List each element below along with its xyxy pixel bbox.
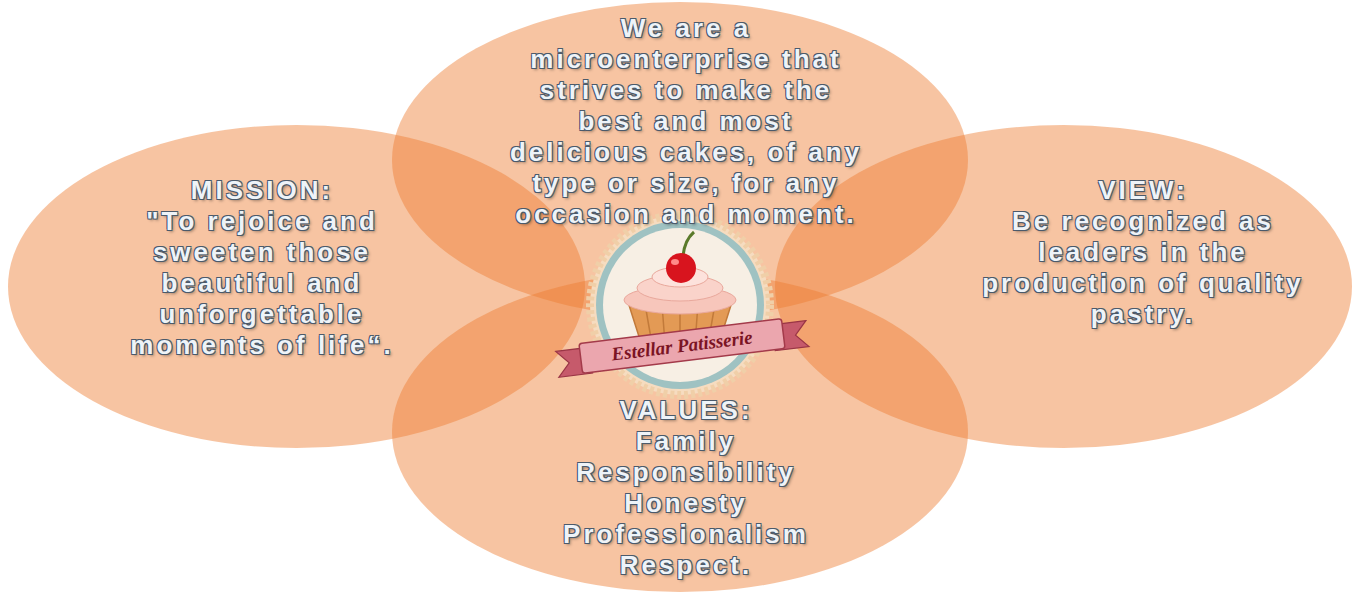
text-group: MISSION:"To rejoice and sweeten those be… [120,175,405,361]
ellipse-node: We are a microenterprise that strives to… [392,2,968,318]
text-group: VIEW:Be recognized as leaders in the pro… [978,175,1308,330]
node-text: Be recognized as leaders in the producti… [978,206,1308,330]
node-text: Responsibility [536,457,836,488]
node-text: Honesty [536,488,836,519]
node-heading: VALUES: [536,395,836,426]
text-group: We are a microenterprise that strives to… [504,13,869,230]
node-text: Professionalism [536,519,836,550]
node-text: We are a microenterprise that strives to… [504,13,869,230]
ellipse-fill [392,272,968,592]
ellipse-node: VIEW:Be recognized as leaders in the pro… [775,125,1352,448]
node-text: Respect. [536,550,836,581]
node-heading: VIEW: [978,175,1308,206]
text-group: VALUES:FamilyResponsibilityHonestyProfes… [536,395,836,581]
ellipse-node: MISSION:"To rejoice and sweeten those be… [8,125,585,448]
node-text: "To rejoice and sweeten those beautiful … [120,206,405,361]
node-text: Family [536,426,836,457]
ellipse-node: VALUES:FamilyResponsibilityHonestyProfes… [392,272,968,592]
node-heading: MISSION: [120,175,405,206]
